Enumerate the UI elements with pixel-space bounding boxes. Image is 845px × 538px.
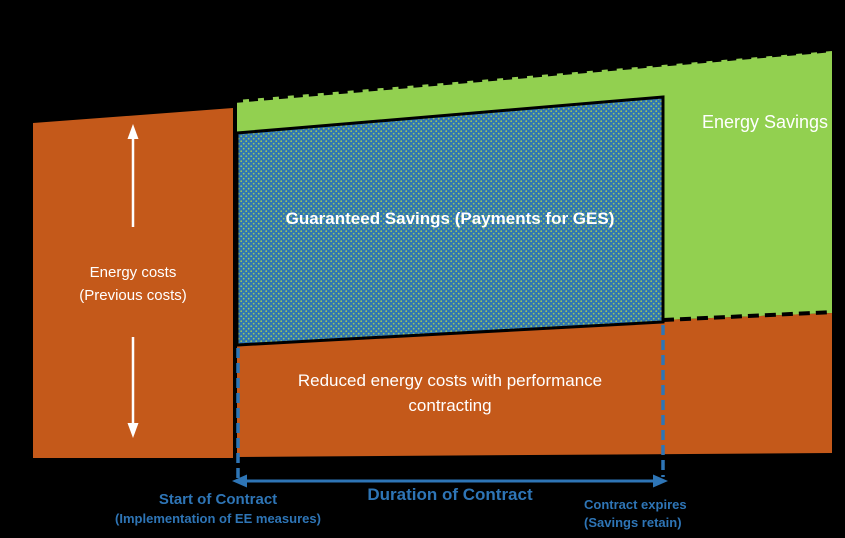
contract-expiry-title: Contract expires	[584, 497, 687, 512]
reduced-costs-label-line2: contracting	[408, 396, 492, 415]
reduced-costs-dashed-line	[662, 310, 835, 322]
contract-start-title: Start of Contract	[158, 491, 278, 508]
reduced-costs-label: Reduced energy costs with performance co…	[240, 368, 660, 418]
guaranteed-savings-box	[235, 95, 665, 347]
previous-costs-label: Energy costs (Previous costs)	[33, 261, 233, 307]
cost-level-up-arrow-icon	[127, 124, 139, 227]
cost-level-down-arrow-icon	[127, 337, 139, 438]
previous-costs-trend-dashed-line	[233, 48, 835, 103]
contract-expiry-subtitle: (Savings retain)	[584, 515, 682, 530]
contract-start-label: Start of Contract (Implementation of EE …	[88, 490, 348, 528]
reduced-costs-area	[237, 313, 832, 457]
duration-arrow-left-head-icon	[232, 474, 247, 488]
duration-arrow	[232, 474, 668, 488]
reduced-costs-label-line1: Reduced energy costs with performance	[297, 371, 603, 390]
contract-expiry-label: Contract expires (Savings retain)	[584, 496, 754, 532]
duration-arrow-right-head-icon	[653, 474, 668, 488]
guaranteed-savings-label: Guaranteed Savings (Payments for GES)	[285, 209, 615, 228]
previous-costs-label-line2: (Previous costs)	[79, 287, 187, 304]
previous-costs-area	[33, 108, 233, 458]
contract-start-subtitle: (Implementation of EE measures)	[115, 511, 321, 526]
contract-duration-label: Duration of Contract	[367, 485, 533, 504]
previous-costs-label-line1: Energy costs	[89, 264, 177, 281]
energy-savings-label: Energy Savings	[701, 112, 829, 132]
